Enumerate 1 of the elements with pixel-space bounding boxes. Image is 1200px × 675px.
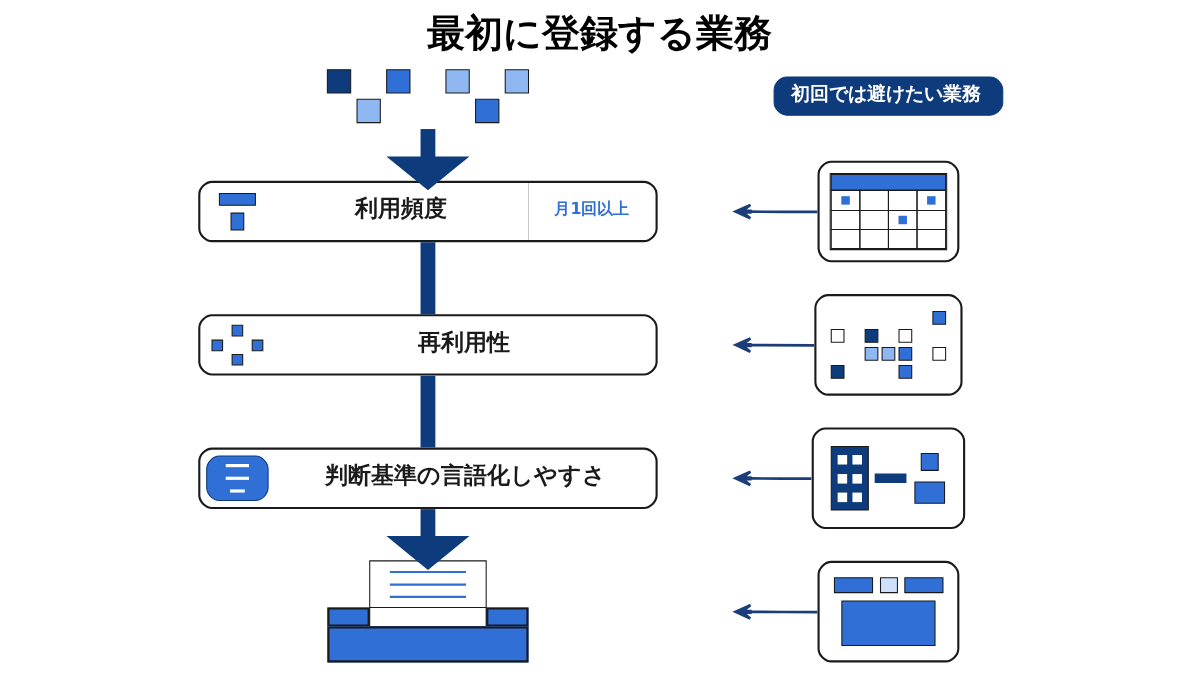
diagram-title: 最初に登録する業務 — [426, 11, 772, 56]
